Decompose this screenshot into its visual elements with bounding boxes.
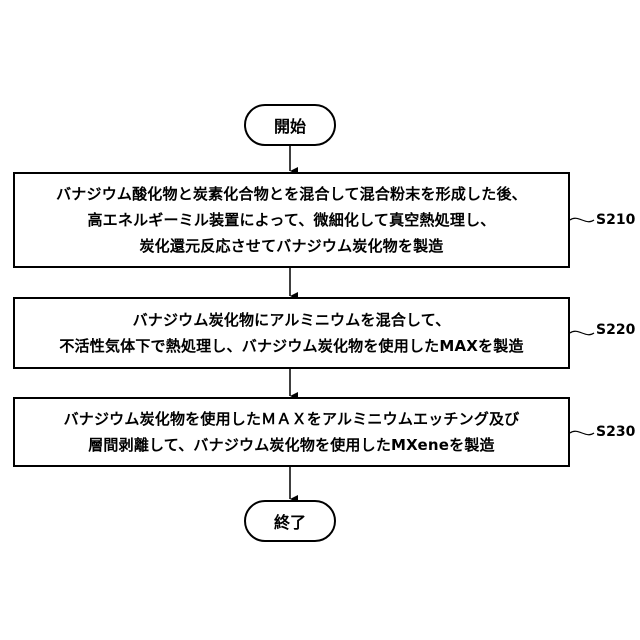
step-label-s210: S210 [596,212,635,228]
step-box-s230: バナジウム炭化物を使用したＭＡＸをアルミニウムエッチング及び 層間剥離して、バナ… [13,397,570,467]
step-label-s220: S220 [596,322,635,338]
step-s210-line-1: バナジウム酸化物と炭素化合物とを混合して混合粉末を形成した後、 [56,181,527,207]
step-s220-line-1: バナジウム炭化物にアルミニウムを混合して、 [133,307,451,333]
step-label-s230: S230 [596,424,635,440]
start-label: 開始 [274,113,306,137]
leader-s210 [570,218,594,221]
step-s230-line-1: バナジウム炭化物を使用したＭＡＸをアルミニウムエッチング及び [64,406,520,432]
step-s210-line-3: 炭化還元反応させてバナジウム炭化物を製造 [139,233,443,259]
step-box-s220: バナジウム炭化物にアルミニウムを混合して、 不活性気体下で熱処理し、バナジウム炭… [13,297,570,369]
start-terminal: 開始 [244,104,336,146]
end-label: 終了 [274,509,306,533]
step-s220-line-2: 不活性気体下で熱処理し、バナジウム炭化物を使用したMAXを製造 [59,333,523,359]
leader-s230 [570,431,594,434]
step-box-s210: バナジウム酸化物と炭素化合物とを混合して混合粉末を形成した後、 高エネルギーミル… [13,172,570,268]
step-s230-line-2: 層間剥離して、バナジウム炭化物を使用したMXeneを製造 [88,432,495,458]
leader-s220 [570,331,594,334]
step-s210-line-2: 高エネルギーミル装置によって、微細化して真空熱処理し、 [87,207,495,233]
end-terminal: 終了 [244,500,336,542]
